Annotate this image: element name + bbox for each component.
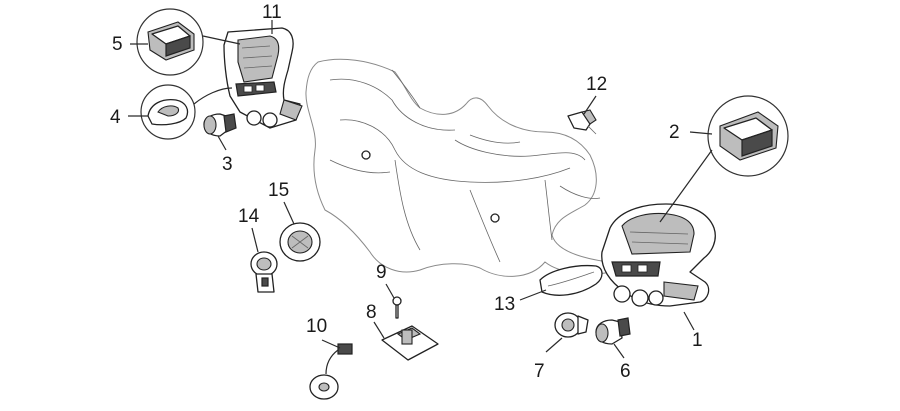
part-6-knob	[595, 317, 631, 345]
right-switch-housing	[601, 203, 716, 307]
callout-3: 3	[222, 154, 233, 175]
handlebar-cover-shell	[305, 58, 613, 277]
part-8-bracket	[381, 325, 439, 361]
callout-7: 7	[534, 361, 545, 382]
callout-10: 10	[306, 316, 327, 337]
left-switch-housing	[223, 27, 303, 129]
leader-14	[251, 227, 259, 253]
part-15-lock-ring	[279, 222, 321, 262]
leader-6	[613, 343, 625, 359]
callout-15: 15	[268, 180, 289, 201]
part-5-detail	[136, 8, 241, 76]
part-10-sensor	[309, 343, 353, 400]
leader-8	[373, 321, 385, 339]
part-2-detail	[659, 95, 789, 223]
callout-1: 1	[692, 330, 703, 351]
callout-8: 8	[366, 302, 377, 323]
callout-labels: 11 5 4 3 2 12 1 13 7 6 9 8 10 14 15	[110, 2, 703, 382]
callout-14: 14	[238, 206, 260, 227]
leader-2	[689, 131, 713, 135]
part-3-knob	[203, 113, 237, 137]
callout-13: 13	[494, 294, 515, 315]
part-4-detail	[140, 84, 233, 140]
leader-9	[385, 283, 395, 299]
callout-11: 11	[262, 2, 282, 23]
callout-12: 12	[586, 74, 607, 95]
leader-lines	[128, 20, 713, 359]
leader-1	[683, 311, 695, 331]
part-14-lock	[250, 251, 278, 293]
leader-12	[583, 95, 597, 115]
leader-3	[217, 135, 227, 151]
part-9-screw	[392, 296, 402, 319]
callout-9: 9	[376, 262, 387, 283]
part-12-bulb	[567, 109, 597, 135]
callout-6: 6	[620, 361, 631, 382]
part-7-grommet	[554, 312, 589, 338]
leader-15	[283, 201, 295, 225]
part-13-lens	[539, 264, 603, 296]
leader-13	[519, 289, 547, 301]
callout-5: 5	[112, 34, 123, 55]
leader-7	[545, 337, 563, 353]
leader-10	[321, 339, 341, 349]
callout-2: 2	[669, 122, 680, 143]
callout-4: 4	[110, 107, 121, 128]
